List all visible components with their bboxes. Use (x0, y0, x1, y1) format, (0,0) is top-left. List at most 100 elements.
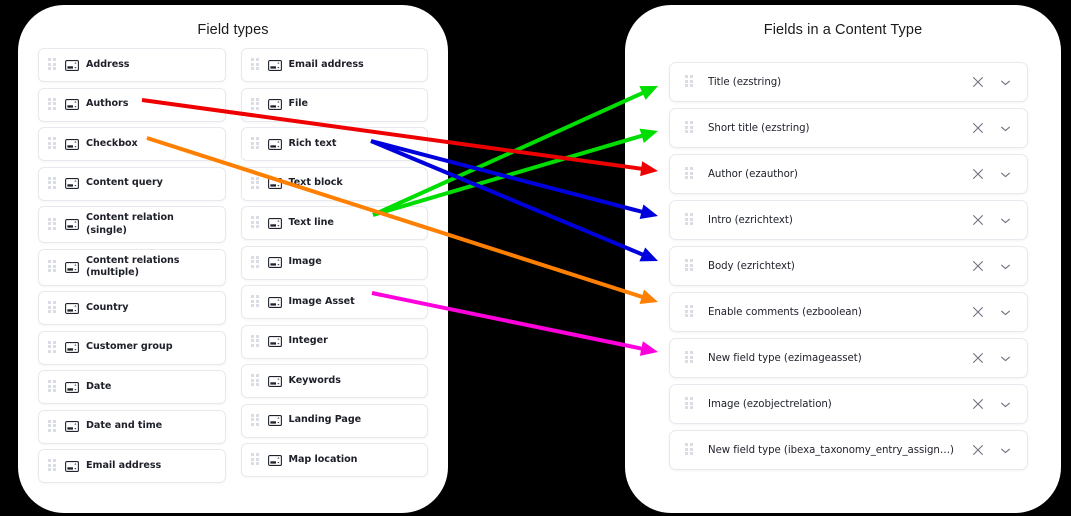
field-type-card[interactable]: Content relation (single) (38, 206, 226, 243)
field-type-label: Content query (86, 177, 163, 189)
close-x-icon[interactable] (971, 121, 985, 135)
drag-handle-dots-icon[interactable] (685, 397, 694, 411)
close-x-icon[interactable] (971, 443, 985, 457)
drag-handle-dots-icon[interactable] (685, 259, 694, 273)
drag-handle-dots-icon[interactable] (48, 380, 57, 394)
close-x-icon[interactable] (971, 259, 985, 273)
chevron-down-icon[interactable] (998, 75, 1012, 89)
close-x-icon[interactable] (971, 167, 985, 181)
drag-handle-dots-icon[interactable] (685, 121, 694, 135)
field-type-card[interactable]: Landing Page (240, 403, 428, 438)
field-type-icon (65, 460, 79, 472)
content-type-field-label: Body (ezrichtext) (708, 260, 795, 272)
chevron-down-icon[interactable] (998, 397, 1012, 411)
content-type-field-row[interactable]: Body (ezrichtext) (669, 246, 1028, 286)
close-x-icon[interactable] (971, 305, 985, 319)
content-type-field-label: New field type (ezimageasset) (708, 352, 862, 364)
field-type-card[interactable]: Text block (240, 166, 428, 201)
close-x-icon[interactable] (971, 397, 985, 411)
content-type-field-row[interactable]: Author (ezauthor) (669, 154, 1028, 194)
field-type-card[interactable]: Rich text (240, 127, 428, 161)
content-type-field-label: Author (ezauthor) (708, 168, 798, 180)
drag-handle-dots-icon[interactable] (48, 260, 57, 274)
field-type-label: Landing Page (288, 414, 362, 426)
drag-handle-dots-icon[interactable] (48, 97, 57, 112)
drag-handle-dots-icon[interactable] (250, 295, 260, 309)
drag-handle-dots-icon[interactable] (250, 216, 260, 230)
field-type-card[interactable]: Checkbox (38, 127, 226, 161)
drag-handle-dots-icon[interactable] (250, 334, 260, 349)
drag-handle-dots-icon[interactable] (250, 255, 260, 270)
close-x-icon[interactable] (971, 351, 985, 365)
field-type-card[interactable]: Email address (38, 449, 226, 483)
drag-handle-dots-icon[interactable] (48, 340, 57, 355)
drag-handle-dots-icon[interactable] (685, 443, 694, 457)
drag-handle-dots-icon[interactable] (48, 419, 57, 434)
drag-handle-dots-icon[interactable] (685, 305, 694, 319)
field-type-label: Date and time (86, 420, 163, 432)
content-type-field-row[interactable]: Enable comments (ezboolean) (669, 292, 1028, 332)
drag-handle-dots-icon[interactable] (250, 176, 260, 191)
drag-handle-dots-icon[interactable] (48, 176, 57, 191)
field-type-label: Email address (288, 58, 364, 70)
drag-handle-dots-icon[interactable] (685, 167, 694, 181)
content-type-field-row[interactable]: Short title (ezstring) (669, 108, 1028, 148)
field-type-card[interactable]: Address (38, 48, 226, 82)
chevron-down-icon[interactable] (998, 351, 1012, 365)
field-type-card[interactable]: Email address (240, 48, 428, 82)
field-type-card[interactable]: Date (38, 370, 226, 404)
content-type-field-row[interactable]: New field type (ibexa_taxonomy_entry_ass… (669, 430, 1028, 470)
chevron-down-icon[interactable] (998, 213, 1012, 227)
drag-handle-dots-icon[interactable] (48, 459, 57, 473)
drag-handle-dots-icon[interactable] (48, 58, 57, 72)
content-type-field-label: New field type (ibexa_taxonomy_entry_ass… (708, 444, 954, 456)
field-type-card[interactable]: Integer (240, 324, 428, 359)
field-type-icon (65, 219, 79, 230)
chevron-down-icon[interactable] (998, 167, 1012, 181)
field-type-card[interactable]: Map location (240, 443, 428, 477)
chevron-down-icon[interactable] (998, 305, 1012, 319)
field-type-card[interactable]: Image Asset (240, 285, 428, 319)
drag-handle-dots-icon[interactable] (250, 97, 260, 112)
field-type-card[interactable]: Text line (240, 206, 428, 240)
drag-handle-dots-icon[interactable] (48, 217, 57, 232)
field-type-icon (267, 217, 282, 229)
field-type-card[interactable]: File (240, 87, 428, 122)
field-type-card[interactable]: Image (240, 245, 428, 280)
content-type-field-row[interactable]: Image (ezobjectrelation) (669, 384, 1028, 424)
chevron-down-icon[interactable] (998, 443, 1012, 457)
field-type-card[interactable]: Content relations (multiple) (38, 248, 226, 286)
content-type-field-label: Enable comments (ezboolean) (708, 306, 862, 318)
field-type-label: Content relation (single) (86, 212, 174, 236)
drag-handle-dots-icon[interactable] (250, 374, 260, 388)
field-type-icon (65, 261, 79, 273)
field-type-card[interactable]: Customer group (38, 330, 226, 365)
chevron-down-icon[interactable] (998, 259, 1012, 273)
field-type-card[interactable]: Date and time (38, 409, 226, 444)
drag-handle-dots-icon[interactable] (48, 137, 57, 151)
close-x-icon[interactable] (971, 213, 985, 227)
drag-handle-dots-icon[interactable] (685, 75, 694, 89)
field-type-card[interactable]: Content query (38, 166, 226, 201)
drag-handle-dots-icon[interactable] (250, 413, 260, 428)
chevron-down-icon[interactable] (998, 121, 1012, 135)
drag-handle-dots-icon[interactable] (250, 137, 260, 151)
drag-handle-dots-icon[interactable] (250, 453, 260, 467)
content-type-field-row[interactable]: Title (ezstring) (669, 62, 1028, 102)
drag-handle-dots-icon[interactable] (48, 301, 57, 315)
drag-handle-dots-icon[interactable] (250, 58, 260, 72)
drag-handle-dots-icon[interactable] (685, 351, 694, 365)
content-type-field-row[interactable]: New field type (ezimageasset) (669, 338, 1028, 378)
field-type-card[interactable]: Country (38, 291, 226, 325)
content-type-field-row[interactable]: Intro (ezrichtext) (669, 200, 1028, 240)
field-type-card[interactable]: Authors (38, 87, 226, 122)
drag-handle-dots-icon[interactable] (685, 213, 694, 227)
close-x-icon[interactable] (971, 75, 985, 89)
field-type-icon (267, 296, 282, 308)
field-type-card[interactable]: Keywords (240, 364, 428, 398)
field-type-label: Text block (288, 177, 343, 189)
